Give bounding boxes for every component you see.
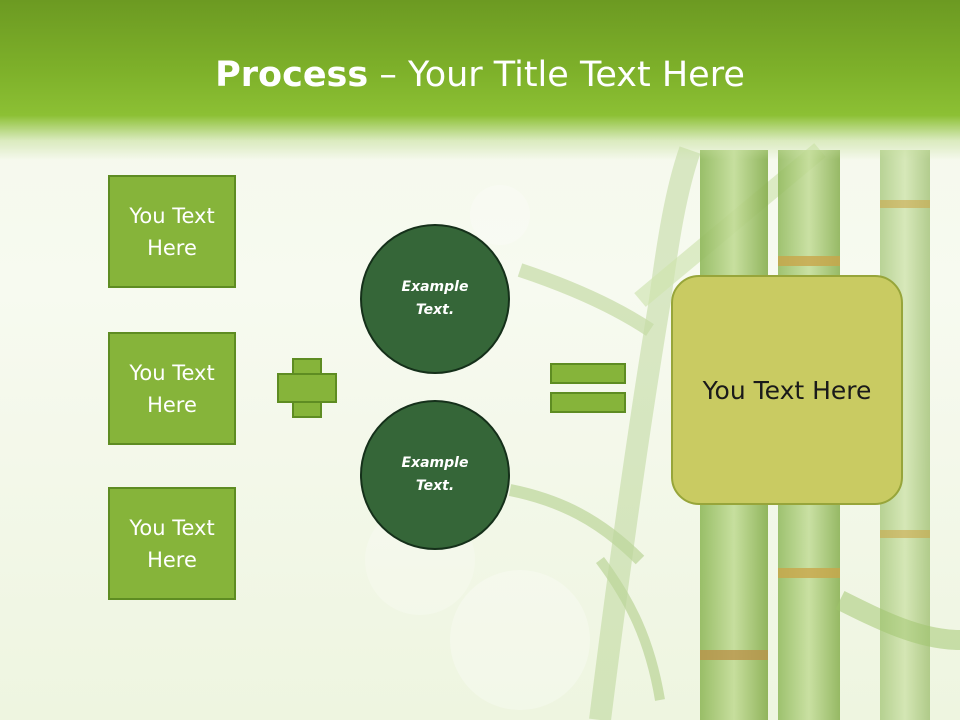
circle-label: Example Text. [401,455,469,494]
text-box-label: You Text Here [129,203,215,260]
text-box-3[interactable]: You Text Here [108,487,236,600]
equals-icon-top [550,363,626,384]
result-label: You Text Here [702,375,872,405]
circle-label: Example Text. [401,279,469,318]
text-box-2[interactable]: You Text Here [108,332,236,445]
example-circle-1[interactable]: Example Text. [360,224,510,374]
text-box-label: You Text Here [129,360,215,417]
example-circle-2[interactable]: Example Text. [360,400,510,550]
text-box-1[interactable]: You Text Here [108,175,236,288]
text-box-label: You Text Here [129,515,215,572]
header-band [0,0,960,160]
plus-icon-center [294,375,320,401]
result-box[interactable]: You Text Here [671,275,903,505]
equals-icon-bottom [550,392,626,413]
page-title: Process – Your Title Text Here [0,52,960,98]
title-bold: Process [215,55,369,95]
title-rest: – Your Title Text Here [368,55,745,95]
